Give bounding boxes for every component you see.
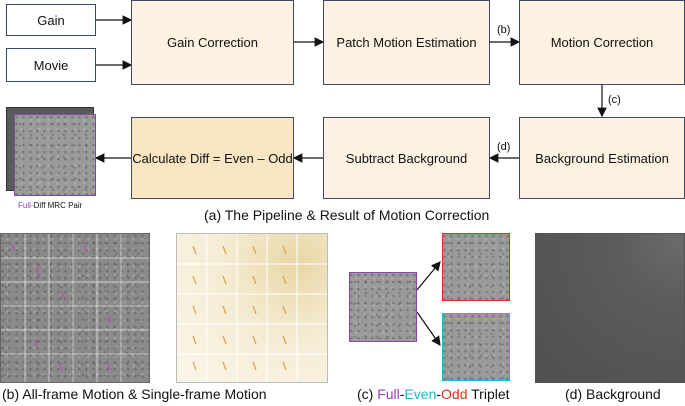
all-frame-motion-grid [1, 234, 149, 382]
arrow-full-to-odd [416, 311, 441, 346]
movie-input-box: Movie [6, 48, 96, 82]
caption-c-dash-2: - [436, 386, 442, 402]
all-frame-motion-image [0, 233, 150, 383]
subtract-background-label: Subtract Background [345, 150, 468, 166]
caption-c-dash-1: - [399, 386, 405, 402]
movie-label: Movie [33, 57, 69, 73]
arrow-full-to-even [416, 261, 441, 291]
full-mrc-image [14, 114, 96, 196]
single-frame-motion-vectors [177, 234, 327, 382]
gain-correction-box: Gain Correction [131, 0, 294, 85]
mrc-pair-full-prefix: Full- [18, 201, 34, 210]
even-image [442, 313, 510, 381]
patch-motion-estimation-label: Patch Motion Estimation [336, 35, 477, 50]
background-image [535, 233, 685, 383]
gain-label: Gain [37, 12, 65, 28]
calculate-diff-label: Calculate Diff = Even – Odd [132, 150, 293, 166]
motion-correction-label: Motion Correction [550, 35, 654, 50]
caption-b: (b) All-frame Motion & Single-frame Moti… [2, 386, 267, 402]
gain-correction-label: Gain Correction [166, 35, 259, 50]
gain-input-box: Gain [6, 4, 96, 36]
edge-label-d: (d) [497, 141, 511, 153]
patch-motion-estimation-box: Patch Motion Estimation [323, 0, 490, 85]
background-estimation-box: Background Estimation [519, 117, 685, 199]
single-frame-motion-image [176, 233, 328, 383]
full-image [349, 272, 417, 342]
motion-correction-box: Motion Correction [519, 0, 685, 85]
mrc-pair-rest: Diff MRC Pair [33, 201, 83, 210]
subtract-background-box: Subtract Background [323, 117, 490, 199]
caption-c-even: Even [404, 386, 437, 402]
caption-c-odd: Odd [441, 386, 468, 402]
background-estimation-label: Background Estimation [535, 150, 669, 166]
caption-c-prefix: (c) [357, 386, 378, 402]
caption-c-full: Full [377, 386, 400, 402]
edge-label-b: (b) [497, 24, 511, 36]
caption-c: (c) Full-Even-Odd Triplet [357, 386, 510, 402]
calculate-diff-box: Calculate Diff = Even – Odd [131, 117, 294, 199]
caption-a: (a) The Pipeline & Result of Motion Corr… [204, 207, 490, 223]
caption-d: (d) Background [565, 386, 661, 402]
caption-c-suffix: Triplet [467, 386, 510, 402]
edge-label-c: (c) [608, 94, 621, 106]
odd-image [442, 233, 510, 301]
mrc-pair-label: Full-Diff MRC Pair [18, 201, 82, 210]
